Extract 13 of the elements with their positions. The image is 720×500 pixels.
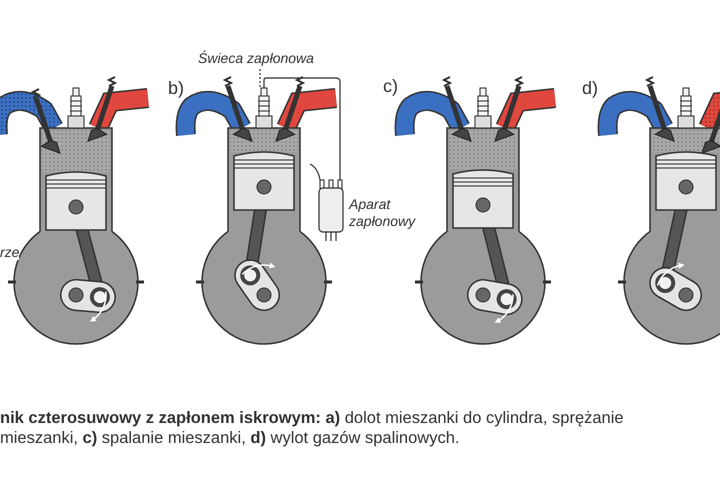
ignition-wire <box>263 77 341 180</box>
figure-caption: nik czterosuwowy z zapłonem iskrowym: a) dolot mieszanki do cylindra, sprężanie mieszanki, c) spalanie mieszanki, d) wylot gazów spalinowych. <box>0 408 625 448</box>
panel-label: c) <box>383 76 398 97</box>
spark-plug <box>474 88 492 128</box>
spark-plug <box>678 88 694 128</box>
callout-label: Aparat zapłonowy <box>349 196 417 230</box>
panel-label: b) <box>168 78 184 99</box>
ignition-distributor-drawing <box>310 163 344 241</box>
callout-label: Świeca zapłonowa <box>198 50 314 66</box>
spark-plug <box>256 88 272 128</box>
leader-line <box>259 69 261 88</box>
spark-plug <box>68 88 84 128</box>
panel-label: d) <box>582 78 598 99</box>
